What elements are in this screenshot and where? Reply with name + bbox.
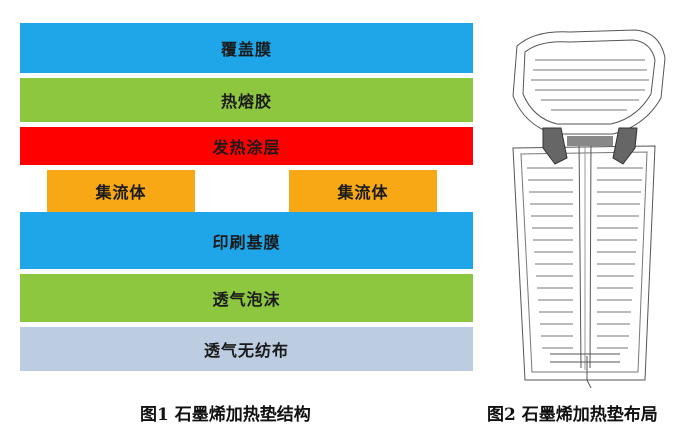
collector-right-label: 集流体 [337, 183, 389, 202]
collector-left-label: 集流体 [95, 183, 147, 202]
left-clamp [542, 127, 568, 165]
right-clamp [612, 127, 638, 165]
layer-substrate-label: 印刷基膜 [212, 232, 281, 252]
layer-nonwoven-label: 透气无纺布 [203, 341, 289, 360]
right-serpentine [597, 167, 643, 349]
pad-body-inner [520, 151, 648, 373]
figure1-caption: 图1 石墨烯加热垫结构 [140, 405, 311, 425]
bottom-bar [550, 353, 620, 363]
layer-foam: 透气泡沫 [20, 274, 473, 322]
collector-right: 集流体 [289, 170, 437, 212]
layer-cover-film: 覆盖膜 [20, 23, 473, 73]
layer-substrate: 印刷基膜 [20, 212, 473, 269]
center-spine-left [578, 137, 582, 369]
left-serpentine [527, 167, 573, 349]
layer-heating-coating-label: 发热涂层 [212, 138, 281, 157]
center-spine-right [589, 137, 592, 369]
pad-head-outline [512, 29, 666, 135]
layer-hot-melt: 热熔胶 [20, 78, 473, 122]
figure2-caption: 图2 石墨烯加热垫布局 [487, 405, 658, 425]
collector-left: 集流体 [47, 170, 195, 212]
head-serpentine [531, 59, 649, 111]
layer-hot-melt-label: 热熔胶 [220, 92, 272, 111]
layer-heating-coating: 发热涂层 [20, 127, 473, 165]
lead-wire [586, 356, 592, 388]
pad-body-outline [512, 145, 656, 381]
neck-connector [567, 136, 613, 146]
pad-head-inner [522, 39, 656, 125]
layer-nonwoven: 透气无纺布 [20, 327, 473, 371]
layer-cover-film-label: 覆盖膜 [220, 40, 272, 59]
layer-foam-label: 透气泡沫 [212, 290, 281, 309]
heating-pad-layout-drawing [512, 29, 666, 388]
